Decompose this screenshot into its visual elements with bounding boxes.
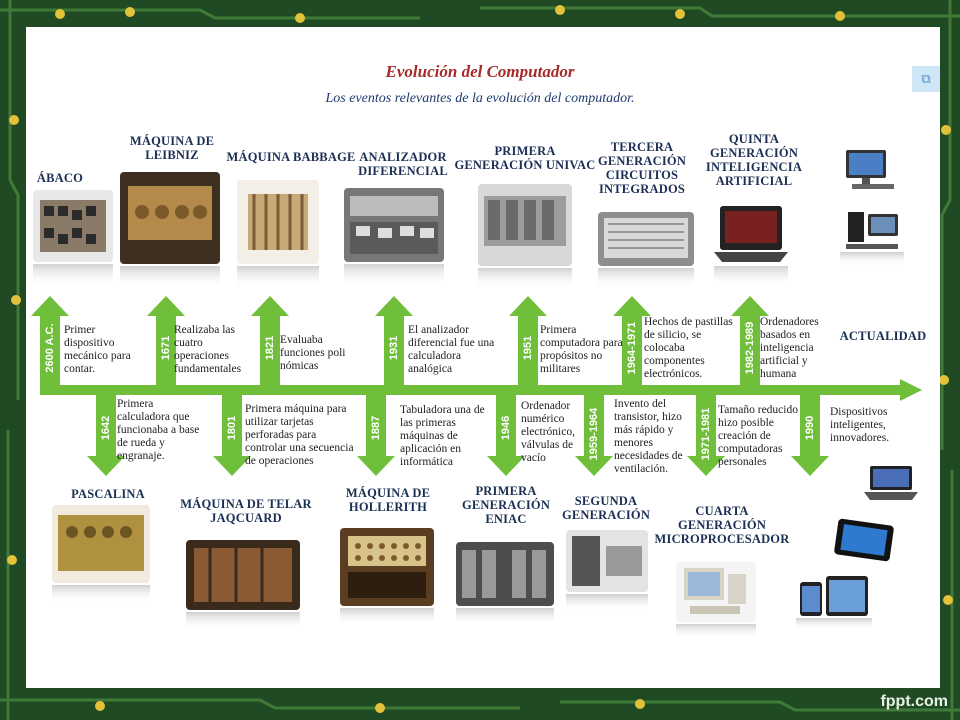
desc-eniac: Ordenador numérico electrónico, válvulas… — [521, 400, 575, 464]
year-1990: 1990 — [804, 415, 816, 441]
desc-analizador: El analizador diferencial fue una calcul… — [408, 324, 495, 375]
label-eniac: PRIMERA GENERACIÓN ENIAC — [461, 484, 551, 526]
label-analizador: ANALIZADOR DIFERENCIAL — [358, 150, 448, 178]
univac-image — [478, 184, 572, 288]
year-jacquard: 1801 — [226, 415, 238, 441]
leibniz-image — [120, 172, 220, 288]
year-tercera: 1964-1971 — [626, 321, 638, 375]
tablet-icon — [834, 518, 894, 562]
label-abaco: ÁBACO — [36, 171, 84, 185]
label-univac: PRIMERA GENERACIÓN UNIVAC — [454, 144, 596, 172]
desc-quinta: Ordenadores basados en inteligencia arti… — [760, 316, 819, 380]
convertible-laptop-icon — [864, 466, 918, 500]
year-babbage: 1821 — [264, 335, 276, 361]
arrow-up-analizador — [375, 296, 413, 385]
desc-hollerith: Tabuladora una de las primeras máquinas … — [400, 404, 485, 468]
desc-abaco: Primer dispositivo mecánico para contar. — [64, 324, 131, 375]
year-abaco: 2600 A.C. — [44, 323, 56, 373]
year-cuarta: 1971-1981 — [700, 407, 712, 461]
arrow-down-segunda — [575, 395, 613, 476]
segunda-generacion-image — [566, 530, 648, 612]
arrow-up-quinta — [731, 296, 769, 385]
desc-cuarta: Tamaño reducido hizo posible creación de… — [718, 404, 798, 468]
telar-jacquard-image — [186, 540, 300, 630]
year-quinta: 1982-1989 — [744, 321, 756, 375]
arrow-down-jacquard — [213, 395, 251, 476]
label-actualidad: ACTUALIDAD — [839, 329, 927, 343]
laptop-image — [714, 206, 788, 286]
arrow-down-eniac — [487, 395, 525, 476]
abaco-image — [33, 190, 113, 286]
desktop-computer-icon — [846, 150, 894, 189]
page-subtitle: Los eventos relevantes de la evolución d… — [325, 91, 635, 106]
babbage-image — [237, 180, 319, 288]
label-pascalina: PASCALINA — [71, 487, 145, 501]
page-title: Evolución del Computador — [385, 62, 575, 81]
desc-univac: Primera computadora para propósitos no m… — [540, 324, 623, 375]
arrow-down-cuarta — [687, 395, 725, 476]
arrow-up-leibniz — [147, 296, 185, 385]
label-hollerith: MÁQUINA DE HOLLERITH — [345, 486, 431, 514]
label-cuarta: CUARTA GENERACIÓN MICROPROCESADOR — [654, 504, 790, 546]
label-segunda: SEGUNDA GENERACIÓN — [561, 494, 651, 522]
year-univac: 1951 — [522, 335, 534, 361]
desktop-tower-icon — [840, 212, 904, 266]
arrow-down-hollerith — [357, 395, 395, 476]
arrow-up-tercera — [613, 296, 651, 385]
arrow-down-1990 — [791, 395, 829, 476]
year-pascalina: 1642 — [100, 415, 112, 441]
label-leibniz: MÁQUINA DE LEIBNIZ — [129, 134, 215, 162]
analizador-image — [344, 188, 444, 286]
desc-1990: Dispositivos inteligentes, innovadores. — [830, 406, 890, 444]
label-jacquard: MÁQUINA DE TELAR JAQCUARD — [180, 497, 312, 525]
year-analizador: 1931 — [388, 335, 400, 361]
year-leibniz: 1671 — [160, 335, 172, 361]
label-tercera: TERCERA GENERACIÓN CIRCUITOS INTEGRADOS — [597, 140, 687, 196]
eniac-image — [456, 542, 554, 626]
circuitos-integrados-image — [598, 212, 694, 288]
arrow-down-pascalina — [87, 395, 125, 476]
desc-segunda: Invento del transistor, hizo más rápido … — [614, 398, 683, 475]
desc-tercera: Hechos de pastillas de silicio, se coloc… — [644, 316, 733, 380]
desc-babbage: Evaluaba funciones poli nómicas — [280, 334, 346, 372]
main-timeline-arrow — [40, 379, 922, 401]
label-quinta: QUINTA GENERACIÓN INTELIGENCIA ARTIFICIA… — [705, 132, 803, 188]
desc-pascalina: Primera calculadora que funcionaba a bas… — [117, 398, 200, 462]
arrow-up-univac — [509, 296, 547, 385]
arrow-up-abaco — [31, 296, 69, 385]
label-babbage: MÁQUINA BABBAGE — [226, 150, 356, 164]
year-eniac: 1946 — [500, 415, 512, 441]
brand-logo: fppt.com — [880, 693, 948, 710]
copy-icon[interactable]: ⧉ — [912, 66, 940, 92]
arrow-up-babbage — [251, 296, 289, 385]
personal-computer-image — [676, 562, 756, 638]
hollerith-image — [340, 528, 434, 626]
year-hollerith: 1887 — [370, 415, 382, 441]
desc-leibniz: Realizaba las cuatro operaciones fundame… — [174, 324, 242, 375]
pascalina-image — [52, 505, 150, 603]
ipad-devices-icon — [796, 576, 872, 630]
desc-jacquard: Primera máquina para utilizar tarjetas p… — [245, 403, 354, 467]
